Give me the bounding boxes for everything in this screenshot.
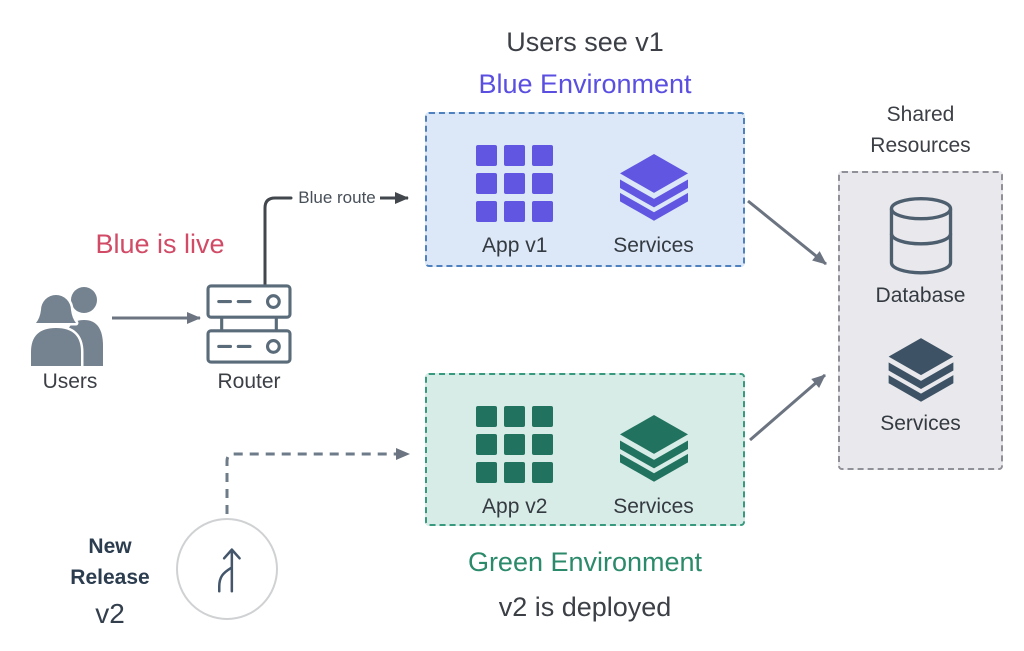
- green-services-label: Services: [613, 495, 694, 518]
- database-icon: [889, 197, 952, 275]
- status-blue-is-live: Blue is live: [95, 229, 225, 259]
- caption-users-see-v1: Users see v1: [506, 27, 664, 57]
- blue-app-column: App v1: [476, 142, 554, 265]
- arrow-blue-route-elbow: [263, 196, 293, 289]
- new-release-word2: Release: [70, 566, 150, 589]
- blue-route-label: Blue route: [298, 188, 376, 207]
- router-label: Router: [217, 370, 281, 393]
- router-icon: [205, 284, 293, 364]
- green-app-column: App v2: [476, 403, 554, 524]
- green-environment-box: App v2 Services: [425, 373, 745, 526]
- arrow-green-to-shared: [749, 373, 826, 442]
- caption-v2-is-deployed: v2 is deployed: [498, 592, 672, 622]
- arrow-blue-to-shared: [747, 199, 827, 266]
- app-v2-grid-icon: [476, 406, 554, 483]
- new-release-word1: New: [88, 535, 132, 558]
- new-release-version: v2: [95, 598, 125, 629]
- app-v1-grid-icon: [476, 145, 554, 222]
- shared-title-line2: Resources: [870, 134, 971, 157]
- app-v1-label: App v1: [482, 234, 548, 257]
- green-services-column: Services: [613, 403, 694, 524]
- database-label: Database: [875, 284, 966, 307]
- blue-services-column: Services: [613, 142, 694, 265]
- users-label: Users: [42, 370, 98, 393]
- shared-title-line1: Shared: [886, 103, 955, 126]
- blue-environment-box: App v1 Services: [425, 112, 745, 267]
- caption-green-environment: Green Environment: [467, 547, 703, 577]
- new-release-text: New Release v2: [60, 531, 160, 630]
- shared-services-label: Services: [880, 412, 961, 435]
- caption-blue-environment: Blue Environment: [478, 69, 692, 99]
- new-release-circle: [176, 518, 278, 620]
- branch-arrow-icon: [217, 548, 241, 593]
- blue-services-label: Services: [613, 234, 694, 257]
- arrow-new-release-dashed: [225, 448, 410, 514]
- shared-services-layers-icon: [888, 338, 953, 402]
- blue-services-layers-icon: [619, 154, 688, 221]
- app-v2-label: App v2: [482, 495, 548, 518]
- shared-resources-box: Database Services: [838, 171, 1003, 470]
- users-icon: [25, 276, 115, 369]
- shared-resources-title: Shared Resources: [838, 99, 1003, 161]
- green-services-layers-icon: [619, 415, 688, 482]
